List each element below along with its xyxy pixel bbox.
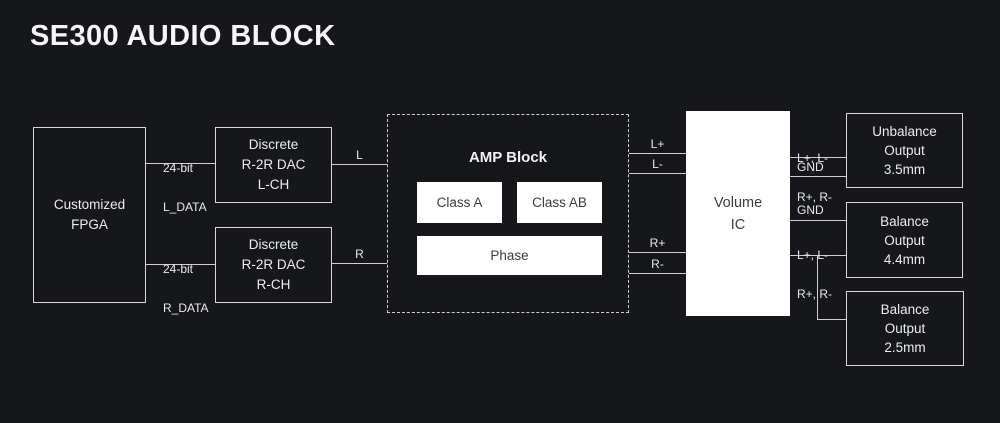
label-r-minus: R-	[651, 257, 664, 271]
wire-amp-lplus	[629, 153, 686, 154]
wire-vol-gnd1	[790, 176, 846, 177]
class-ab-box: Class AB	[517, 182, 602, 223]
label-l-plus: L+	[650, 137, 665, 151]
label-vol-out2-line2: R+, R-	[797, 287, 833, 301]
wire-branch-vertical	[817, 255, 818, 319]
wire-fpga-ldata	[146, 163, 215, 164]
output-25-line1: Balance	[880, 302, 930, 317]
class-ab-label: Class AB	[532, 194, 587, 210]
label-vol-out1: L+, L- R+, R-	[797, 126, 832, 230]
label-l-minus: L-	[652, 157, 663, 171]
label-gnd2: GND	[797, 203, 824, 217]
output-25-line3: 2.5mm	[884, 340, 926, 355]
volume-ic-block: Volume IC	[686, 111, 790, 316]
label-r-plus: R+	[649, 236, 666, 250]
dac-l-line1: Discrete	[248, 137, 299, 152]
output-35-line2: Output	[884, 143, 925, 158]
output-44-line3: 4.4mm	[883, 251, 926, 267]
dac-r-line2: R-2R DAC	[241, 257, 306, 272]
phase-box: Phase	[417, 236, 602, 275]
label-vol-out1-line1: L+, L-	[797, 151, 829, 165]
wire-dacl-amp	[332, 164, 387, 165]
wire-vol-gnd2	[790, 220, 846, 221]
label-l-data-line2: L_DATA	[163, 200, 207, 214]
dac-l-line2: R-2R DAC	[241, 157, 306, 172]
wire-dacr-amp	[332, 263, 387, 264]
wire-branch-to-25	[817, 319, 846, 320]
label-vol-out1-line2: R+, R-	[797, 190, 833, 204]
label-l-data-line1: 24-bit	[163, 161, 194, 175]
label-vol-out2: L+, L- R+, R-	[797, 223, 832, 327]
output-44-line2: Output	[884, 232, 925, 248]
wire-vol-out2	[790, 255, 846, 256]
label-r-data-line1: 24-bit	[163, 262, 194, 276]
label-l: L	[356, 148, 363, 162]
label-r-data: 24-bit R_DATA	[163, 237, 209, 341]
phase-label: Phase	[490, 247, 529, 263]
fpga-label-line1: Customized	[53, 197, 126, 212]
output-balance-44-block: Balance Output 4.4mm	[846, 202, 963, 278]
output-35-line3: 3.5mm	[883, 162, 926, 177]
class-a-label: Class A	[436, 194, 483, 210]
dac-r-block: Discrete R-2R DAC R-CH	[215, 227, 332, 303]
wire-amp-rplus	[629, 252, 686, 253]
output-unbalance-35-block: Unbalance Output 3.5mm	[846, 113, 963, 188]
label-l-data: 24-bit L_DATA	[163, 136, 207, 240]
fpga-label-line2: FPGA	[71, 217, 108, 232]
output-25-line2: Output	[884, 321, 926, 336]
dac-l-block: Discrete R-2R DAC L-CH	[215, 127, 332, 203]
fpga-block: Customized FPGA	[33, 127, 146, 303]
amp-block-title: AMP Block	[468, 149, 548, 166]
output-44-line1: Balance	[880, 213, 929, 229]
label-gnd1: GND	[797, 160, 824, 174]
dac-r-line3: R-CH	[256, 277, 291, 292]
volume-ic-line1: Volume	[713, 194, 763, 211]
wire-amp-lminus	[629, 173, 686, 174]
wire-fpga-rdata	[146, 264, 215, 265]
wire-amp-rminus	[629, 273, 686, 274]
volume-ic-line2: IC	[730, 216, 746, 233]
dac-r-line1: Discrete	[248, 237, 299, 252]
output-balance-25-block: Balance Output 2.5mm	[846, 291, 964, 366]
class-a-box: Class A	[417, 182, 502, 223]
page-title: SE300 AUDIO BLOCK	[30, 20, 336, 52]
label-vol-out2-line1: L+, L-	[797, 248, 829, 262]
wire-vol-out1	[790, 157, 846, 158]
label-r: R	[355, 247, 364, 261]
label-r-data-line2: R_DATA	[163, 301, 209, 315]
amp-block	[387, 114, 629, 313]
output-35-line1: Unbalance	[872, 124, 937, 139]
dac-l-line3: L-CH	[257, 177, 290, 192]
